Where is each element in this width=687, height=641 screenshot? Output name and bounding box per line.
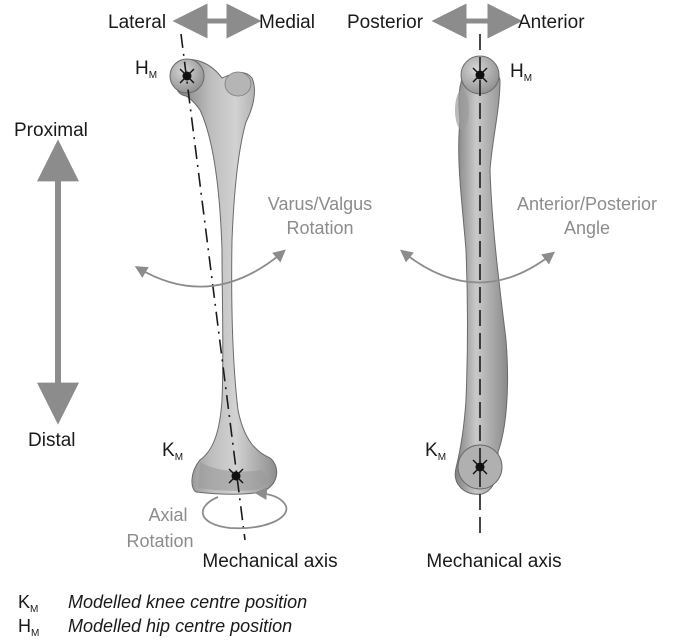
left-mechanical-axis-label: Mechanical axis (202, 551, 337, 572)
right-trochanter (455, 90, 469, 130)
posterior-label: Posterior (347, 12, 424, 33)
left-hip-label: HM (135, 58, 157, 81)
left-femur (170, 59, 277, 494)
medial-label: Medial (259, 12, 315, 33)
legend: KM Modelled knee centre position HM Mode… (18, 592, 307, 639)
axial-rotation-label-line2: Rotation (126, 531, 193, 551)
legend-knee-symbol: KM (18, 592, 38, 615)
left-femur-body (174, 60, 276, 495)
legend-hip-symbol: HM (18, 616, 39, 639)
legend-hip-text: Modelled hip centre position (68, 616, 292, 636)
varus-valgus-label-line2: Rotation (286, 218, 353, 238)
right-mechanical-axis-label: Mechanical axis (426, 551, 561, 572)
lateral-label: Lateral (108, 12, 166, 33)
left-knee-label: KM (162, 440, 183, 463)
anterior-posterior-label-line2: Angle (564, 218, 610, 238)
right-hip-label: HM (510, 61, 532, 84)
proximal-label: Proximal (14, 120, 88, 141)
right-knee-label: KM (425, 440, 446, 463)
anterior-label: Anterior (518, 12, 585, 33)
legend-knee-text: Modelled knee centre position (68, 592, 307, 612)
varus-valgus-label-line1: Varus/Valgus (268, 194, 372, 214)
right-femur (455, 56, 508, 494)
axial-rotation-arrow (203, 493, 287, 528)
axial-rotation-label-line1: Axial (148, 505, 187, 525)
anterior-posterior-label-line1: Anterior/Posterior (517, 194, 657, 214)
distal-label: Distal (28, 430, 76, 451)
left-greater-trochanter (225, 72, 251, 96)
